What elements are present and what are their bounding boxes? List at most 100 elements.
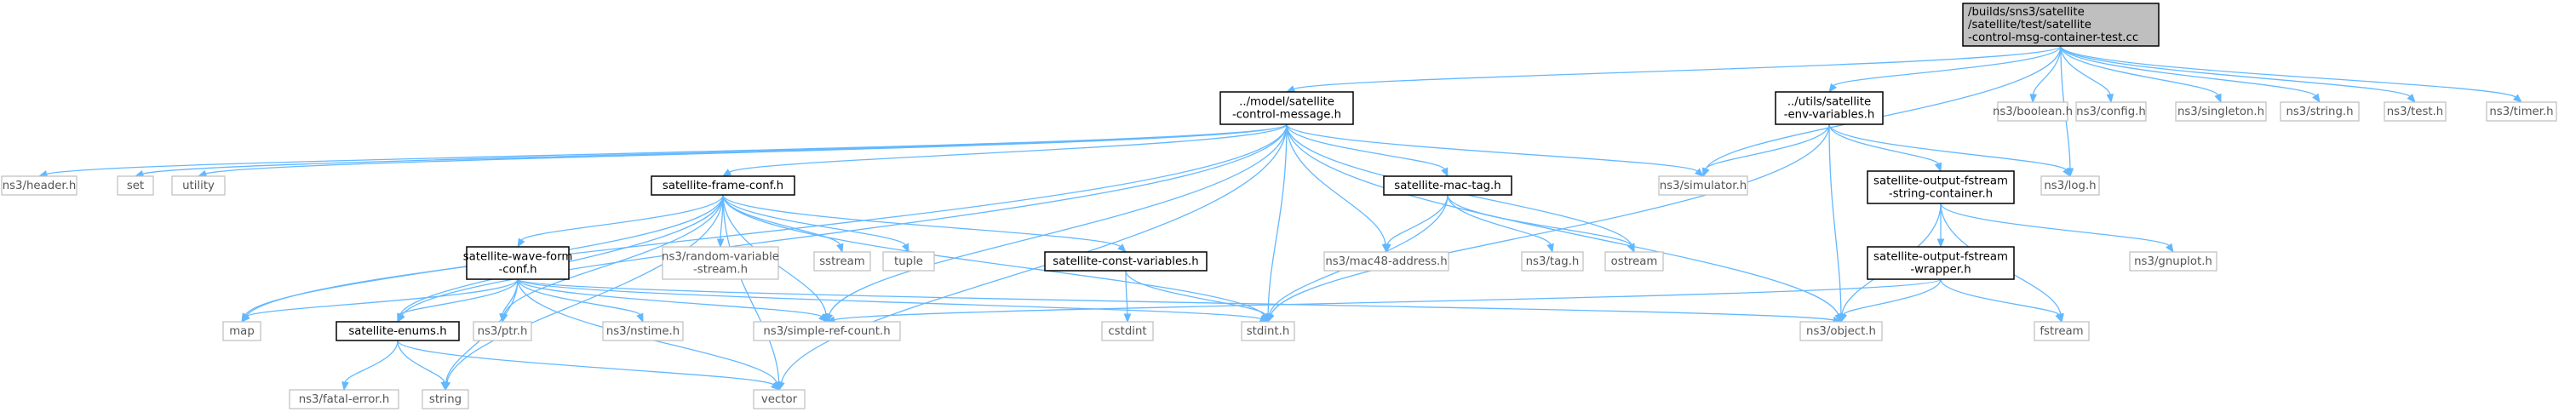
edge-enums-to-string bbox=[397, 340, 448, 392]
edge-env_variables-to-log bbox=[1828, 123, 2071, 178]
node-string: string bbox=[422, 389, 469, 409]
node-test: ns3/test.h bbox=[2384, 101, 2447, 122]
node-label: satellite-output-fstream bbox=[1873, 251, 2008, 264]
edge-env_variables-to-stdint bbox=[1267, 123, 1830, 323]
node-config: ns3/config.h bbox=[2075, 101, 2147, 122]
edge-const_variables-to-cstdint bbox=[1123, 270, 1132, 323]
node-label: ns3/boolean.h bbox=[1993, 106, 2073, 118]
node-label: satellite-output-fstream bbox=[1873, 175, 2008, 188]
node-label: vector bbox=[761, 393, 798, 406]
node-env-variables[interactable]: ../utils/satellite-env-variables.h bbox=[1775, 91, 1884, 125]
edge-env_variables-to-fstream_container bbox=[1828, 123, 1942, 173]
node-label: cstdint bbox=[1108, 325, 1146, 338]
edge-env_variables-to-simulator bbox=[1702, 123, 1830, 178]
edge-root-to-timer bbox=[2060, 45, 2523, 103]
edge-control_message-to-map bbox=[241, 123, 1288, 323]
node-label: ns3/string.h bbox=[2286, 106, 2353, 118]
edge-control_message-to-mac_tag bbox=[1286, 123, 1449, 178]
node-singleton: ns3/singleton.h bbox=[2175, 101, 2267, 122]
node-fatal-error: ns3/fatal-error.h bbox=[289, 389, 399, 409]
node-label: -conf.h bbox=[498, 264, 536, 277]
node-stdint: stdint.h bbox=[1241, 321, 1295, 341]
node-label: ns3/simple-ref-count.h bbox=[763, 325, 890, 338]
node-wave-form-conf[interactable]: satellite-wave-form-conf.h bbox=[463, 246, 573, 280]
node-label: fstream bbox=[2040, 325, 2083, 338]
edge-frame_conf-to-tuple bbox=[722, 194, 909, 254]
edge-wave_form_conf-to-ptr bbox=[499, 278, 519, 323]
node-label: ns3/random-variable bbox=[662, 251, 779, 264]
edge-wave_form_conf-to-enums bbox=[397, 278, 519, 323]
node-root[interactable]: /builds/sns3/satellite/satellite/test/sa… bbox=[1962, 3, 2160, 47]
node-random-variable-stream: ns3/random-variable-stream.h bbox=[662, 246, 779, 280]
node-log: ns3/log.h bbox=[2040, 175, 2100, 196]
node-label: ostream bbox=[1611, 255, 1658, 268]
edge-wave_form_conf-to-simple_ref_count bbox=[517, 278, 828, 323]
node-tag: ns3/tag.h bbox=[1521, 251, 1584, 272]
edge-control_message-to-simulator bbox=[1286, 123, 1705, 177]
node-label: ns3/fatal-error.h bbox=[299, 393, 390, 406]
node-label: satellite-enums.h bbox=[348, 325, 446, 338]
edge-fstream_wrapper-to-object bbox=[1839, 278, 1942, 323]
node-string-h: ns3/string.h bbox=[2280, 101, 2360, 122]
node-label: ns3/ptr.h bbox=[478, 325, 528, 338]
node-label: /satellite/test/satellite bbox=[1968, 19, 2091, 31]
node-label: ns3/header.h bbox=[3, 180, 77, 192]
edge-enums-to-fatal_error bbox=[341, 340, 399, 392]
edge-root-to-env_variables bbox=[1828, 45, 2062, 94]
node-label: -wrapper.h bbox=[1910, 264, 1971, 277]
node-label: -string-container.h bbox=[1889, 188, 1993, 201]
edge-root-to-test bbox=[2060, 45, 2416, 104]
edge-fstream_wrapper-to-fstream bbox=[1940, 278, 2063, 323]
node-label: map bbox=[229, 325, 255, 338]
edge-env_variables-to-object bbox=[1828, 123, 1845, 323]
node-fstream-wrapper[interactable]: satellite-output-fstream-wrapper.h bbox=[1867, 246, 2015, 280]
node-label: utility bbox=[182, 180, 215, 192]
edge-control_message-to-header bbox=[37, 123, 1288, 178]
node-nstime: ns3/nstime.h bbox=[602, 321, 684, 341]
node-const-variables[interactable]: satellite-const-variables.h bbox=[1044, 251, 1208, 272]
node-control-message[interactable]: ../model/satellite-control-message.h bbox=[1219, 91, 1354, 125]
node-ostream: ostream bbox=[1604, 251, 1664, 272]
node-frame-conf[interactable]: satellite-frame-conf.h bbox=[651, 175, 795, 196]
node-map: map bbox=[222, 321, 261, 341]
node-label: ns3/tag.h bbox=[1526, 255, 1580, 268]
node-label: -control-msg-container-test.cc bbox=[1968, 31, 2138, 44]
node-mac48: ns3/mac48-address.h bbox=[1323, 251, 1449, 272]
node-vector: vector bbox=[753, 389, 806, 409]
edge-mac_tag-to-ostream bbox=[1447, 194, 1635, 254]
edge-root-to-boolean bbox=[2029, 45, 2062, 104]
edge-control_message-to-mac48 bbox=[1286, 123, 1390, 254]
node-label: ns3/nstime.h bbox=[606, 325, 680, 338]
node-label: -env-variables.h bbox=[1784, 109, 1875, 122]
node-gnuplot: ns3/gnuplot.h bbox=[2129, 251, 2217, 272]
edge-root-to-control_message bbox=[1285, 45, 2062, 93]
node-label: ns3/singleton.h bbox=[2177, 106, 2264, 118]
node-simple-ref-count: ns3/simple-ref-count.h bbox=[753, 321, 901, 341]
edge-enums-to-vector bbox=[397, 340, 780, 391]
edge-fstream_container-to-gnuplot bbox=[1940, 203, 2174, 254]
node-label: ns3/gnuplot.h bbox=[2134, 255, 2212, 268]
node-boolean: ns3/boolean.h bbox=[1993, 101, 2073, 122]
node-label: satellite-const-variables.h bbox=[1053, 255, 1198, 268]
node-fstream-container[interactable]: satellite-output-fstream-string-containe… bbox=[1867, 170, 2015, 204]
edge-frame_conf-to-sstream bbox=[722, 194, 844, 254]
node-set: set bbox=[117, 175, 154, 196]
node-label: satellite-mac-tag.h bbox=[1394, 180, 1500, 192]
node-label: ns3/log.h bbox=[2044, 180, 2096, 192]
edge-wave_form_conf-to-nstime bbox=[517, 278, 644, 323]
node-enums[interactable]: satellite-enums.h bbox=[336, 321, 460, 341]
edge-mac_tag-to-mac48 bbox=[1384, 194, 1449, 254]
edge-root-to-string_h bbox=[2060, 45, 2321, 104]
node-timer: ns3/timer.h bbox=[2486, 101, 2557, 122]
edge-mac_tag-to-tag bbox=[1447, 194, 1554, 254]
node-label: stdint.h bbox=[1247, 325, 1290, 338]
edge-frame_conf-to-wave_form_conf bbox=[517, 194, 724, 249]
edges-layer bbox=[37, 45, 2523, 392]
node-label: /builds/sns3/satellite bbox=[1968, 6, 2085, 19]
node-label: ns3/object.h bbox=[1806, 325, 1876, 338]
node-sstream: sstream bbox=[813, 251, 871, 272]
node-label: ns3/timer.h bbox=[2489, 106, 2553, 118]
node-mac-tag[interactable]: satellite-mac-tag.h bbox=[1383, 175, 1512, 196]
node-utility: utility bbox=[171, 175, 226, 196]
